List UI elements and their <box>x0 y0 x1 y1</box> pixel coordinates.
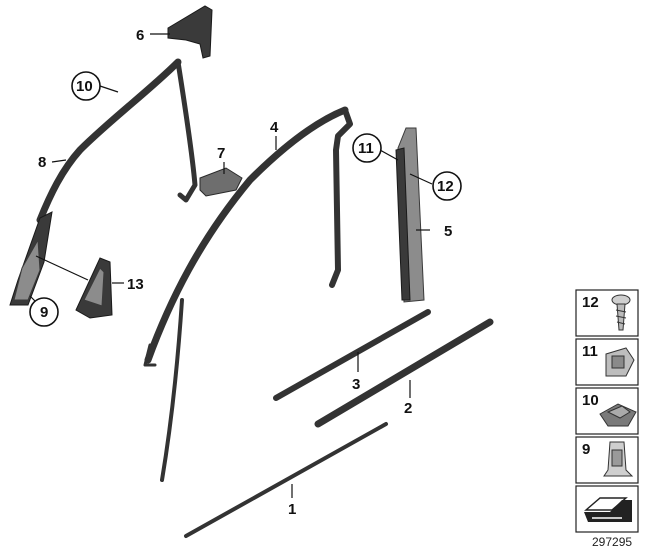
callout-1[interactable]: 1 <box>288 501 296 518</box>
callout-2[interactable]: 2 <box>404 400 412 417</box>
svg-text:11: 11 <box>582 343 598 360</box>
part-7-bracket[interactable] <box>199 167 243 197</box>
callout-7[interactable]: 7 <box>217 145 225 162</box>
callout-13[interactable]: 13 <box>127 276 144 293</box>
part-3-window-seal[interactable] <box>273 309 431 401</box>
svg-text:9: 9 <box>582 441 590 458</box>
legend-item-12[interactable]: 12 <box>575 289 639 337</box>
callout-3[interactable]: 3 <box>352 376 360 393</box>
legend-item-9[interactable]: 9 <box>575 436 639 484</box>
legend-symbol-box <box>575 485 639 533</box>
callout-6[interactable]: 6 <box>136 27 144 44</box>
callout-8[interactable]: 8 <box>38 154 46 171</box>
leader-lines <box>29 33 433 498</box>
svg-text:10: 10 <box>582 392 599 409</box>
bracket-clip-icon <box>599 403 637 427</box>
svg-text:12: 12 <box>582 294 599 311</box>
part-5-b-pillar-trim[interactable] <box>395 127 425 303</box>
part-8-a-pillar-trim[interactable] <box>9 58 198 306</box>
legend-item-10[interactable]: 10 <box>575 387 639 435</box>
legend-item-11[interactable]: 11 <box>575 338 639 386</box>
part-2-trim-strip[interactable] <box>314 318 494 428</box>
part-4-door-frame-seal[interactable] <box>143 106 353 482</box>
clip-nut-icon <box>605 347 635 377</box>
part-13-mirror-triangle[interactable] <box>75 257 113 319</box>
arrow-symbol-icon <box>584 497 632 522</box>
spring-clip-icon <box>603 441 634 477</box>
callout-4[interactable]: 4 <box>270 119 279 136</box>
callouts: 6 10 8 7 4 11 12 5 13 9 3 2 1 <box>29 27 462 518</box>
callout-5[interactable]: 5 <box>444 223 452 240</box>
callout-12[interactable]: 12 <box>437 178 454 195</box>
diagram-number: 297295 <box>592 535 632 549</box>
part-6-pillar-cap[interactable] <box>167 5 213 59</box>
legend: 12 11 10 <box>575 289 639 549</box>
callout-11[interactable]: 11 <box>358 140 374 157</box>
callout-10[interactable]: 10 <box>76 78 93 95</box>
part-1-sill-strip[interactable] <box>184 422 388 538</box>
screw-icon <box>611 294 631 331</box>
callout-9[interactable]: 9 <box>40 304 48 321</box>
